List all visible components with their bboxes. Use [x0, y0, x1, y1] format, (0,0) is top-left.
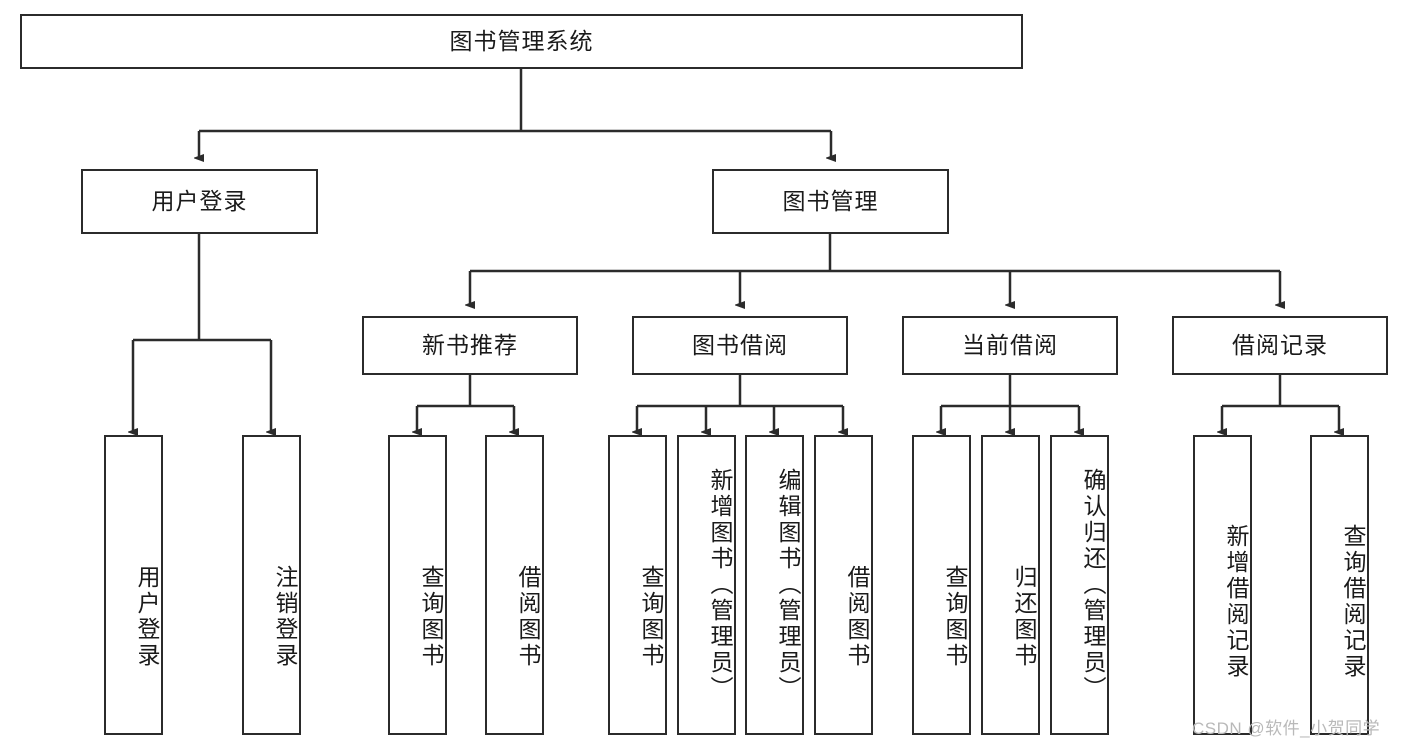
node-label: 用户登录	[151, 187, 248, 214]
node-label: 查询借阅记录	[1340, 524, 1366, 680]
node-label: 注销登录	[272, 565, 298, 669]
node-label: 新增图书（管理员）	[707, 468, 733, 702]
leaf-user-login-signin[interactable]: 用户登录	[104, 435, 163, 735]
node-book-borrow[interactable]: 图书借阅	[632, 316, 848, 375]
node-label: 图书管理	[782, 187, 879, 214]
node-label: 当前借阅	[962, 331, 1058, 358]
leaf-user-login-signout[interactable]: 注销登录	[242, 435, 301, 735]
node-label: 查询图书	[418, 565, 444, 669]
node-label: 查询图书	[638, 565, 664, 669]
node-label: 借阅图书	[515, 565, 541, 669]
csdn-watermark: CSDN @软件_小贺同学	[1192, 719, 1381, 738]
node-new-book-recommend[interactable]: 新书推荐	[362, 316, 578, 375]
node-current-borrow[interactable]: 当前借阅	[902, 316, 1118, 375]
leaf-borrow-edit-book[interactable]: 编辑图书（管理员）	[745, 435, 804, 735]
node-label: 借阅记录	[1232, 331, 1328, 358]
leaf-current-confirm-return[interactable]: 确认归还（管理员）	[1050, 435, 1109, 735]
node-label: 新增借阅记录	[1223, 524, 1249, 680]
node-label: 编辑图书（管理员）	[775, 468, 801, 702]
leaf-current-return-book[interactable]: 归还图书	[981, 435, 1040, 735]
leaf-current-query-book[interactable]: 查询图书	[912, 435, 971, 735]
node-label: 确认归还（管理员）	[1080, 468, 1106, 702]
leaf-borrow-query-book[interactable]: 查询图书	[608, 435, 667, 735]
leaf-new-book-borrow[interactable]: 借阅图书	[485, 435, 544, 735]
node-book-management[interactable]: 图书管理	[712, 169, 949, 234]
node-label: 借阅图书	[844, 565, 870, 669]
leaf-borrow-borrow-book[interactable]: 借阅图书	[814, 435, 873, 735]
node-label: 归还图书	[1011, 565, 1037, 669]
node-root-system[interactable]: 图书管理系统	[20, 14, 1023, 69]
node-label: 用户登录	[134, 565, 160, 669]
node-label: 图书借阅	[692, 331, 788, 358]
leaf-new-book-query[interactable]: 查询图书	[388, 435, 447, 735]
leaf-records-query-record[interactable]: 查询借阅记录	[1310, 435, 1369, 735]
leaf-records-add-record[interactable]: 新增借阅记录	[1193, 435, 1252, 735]
node-label: 新书推荐	[422, 331, 518, 358]
node-borrow-records[interactable]: 借阅记录	[1172, 316, 1388, 375]
node-user-login[interactable]: 用户登录	[81, 169, 318, 234]
node-label: 图书管理系统	[449, 27, 594, 54]
node-label: 查询图书	[942, 565, 968, 669]
leaf-borrow-add-book[interactable]: 新增图书（管理员）	[677, 435, 736, 735]
